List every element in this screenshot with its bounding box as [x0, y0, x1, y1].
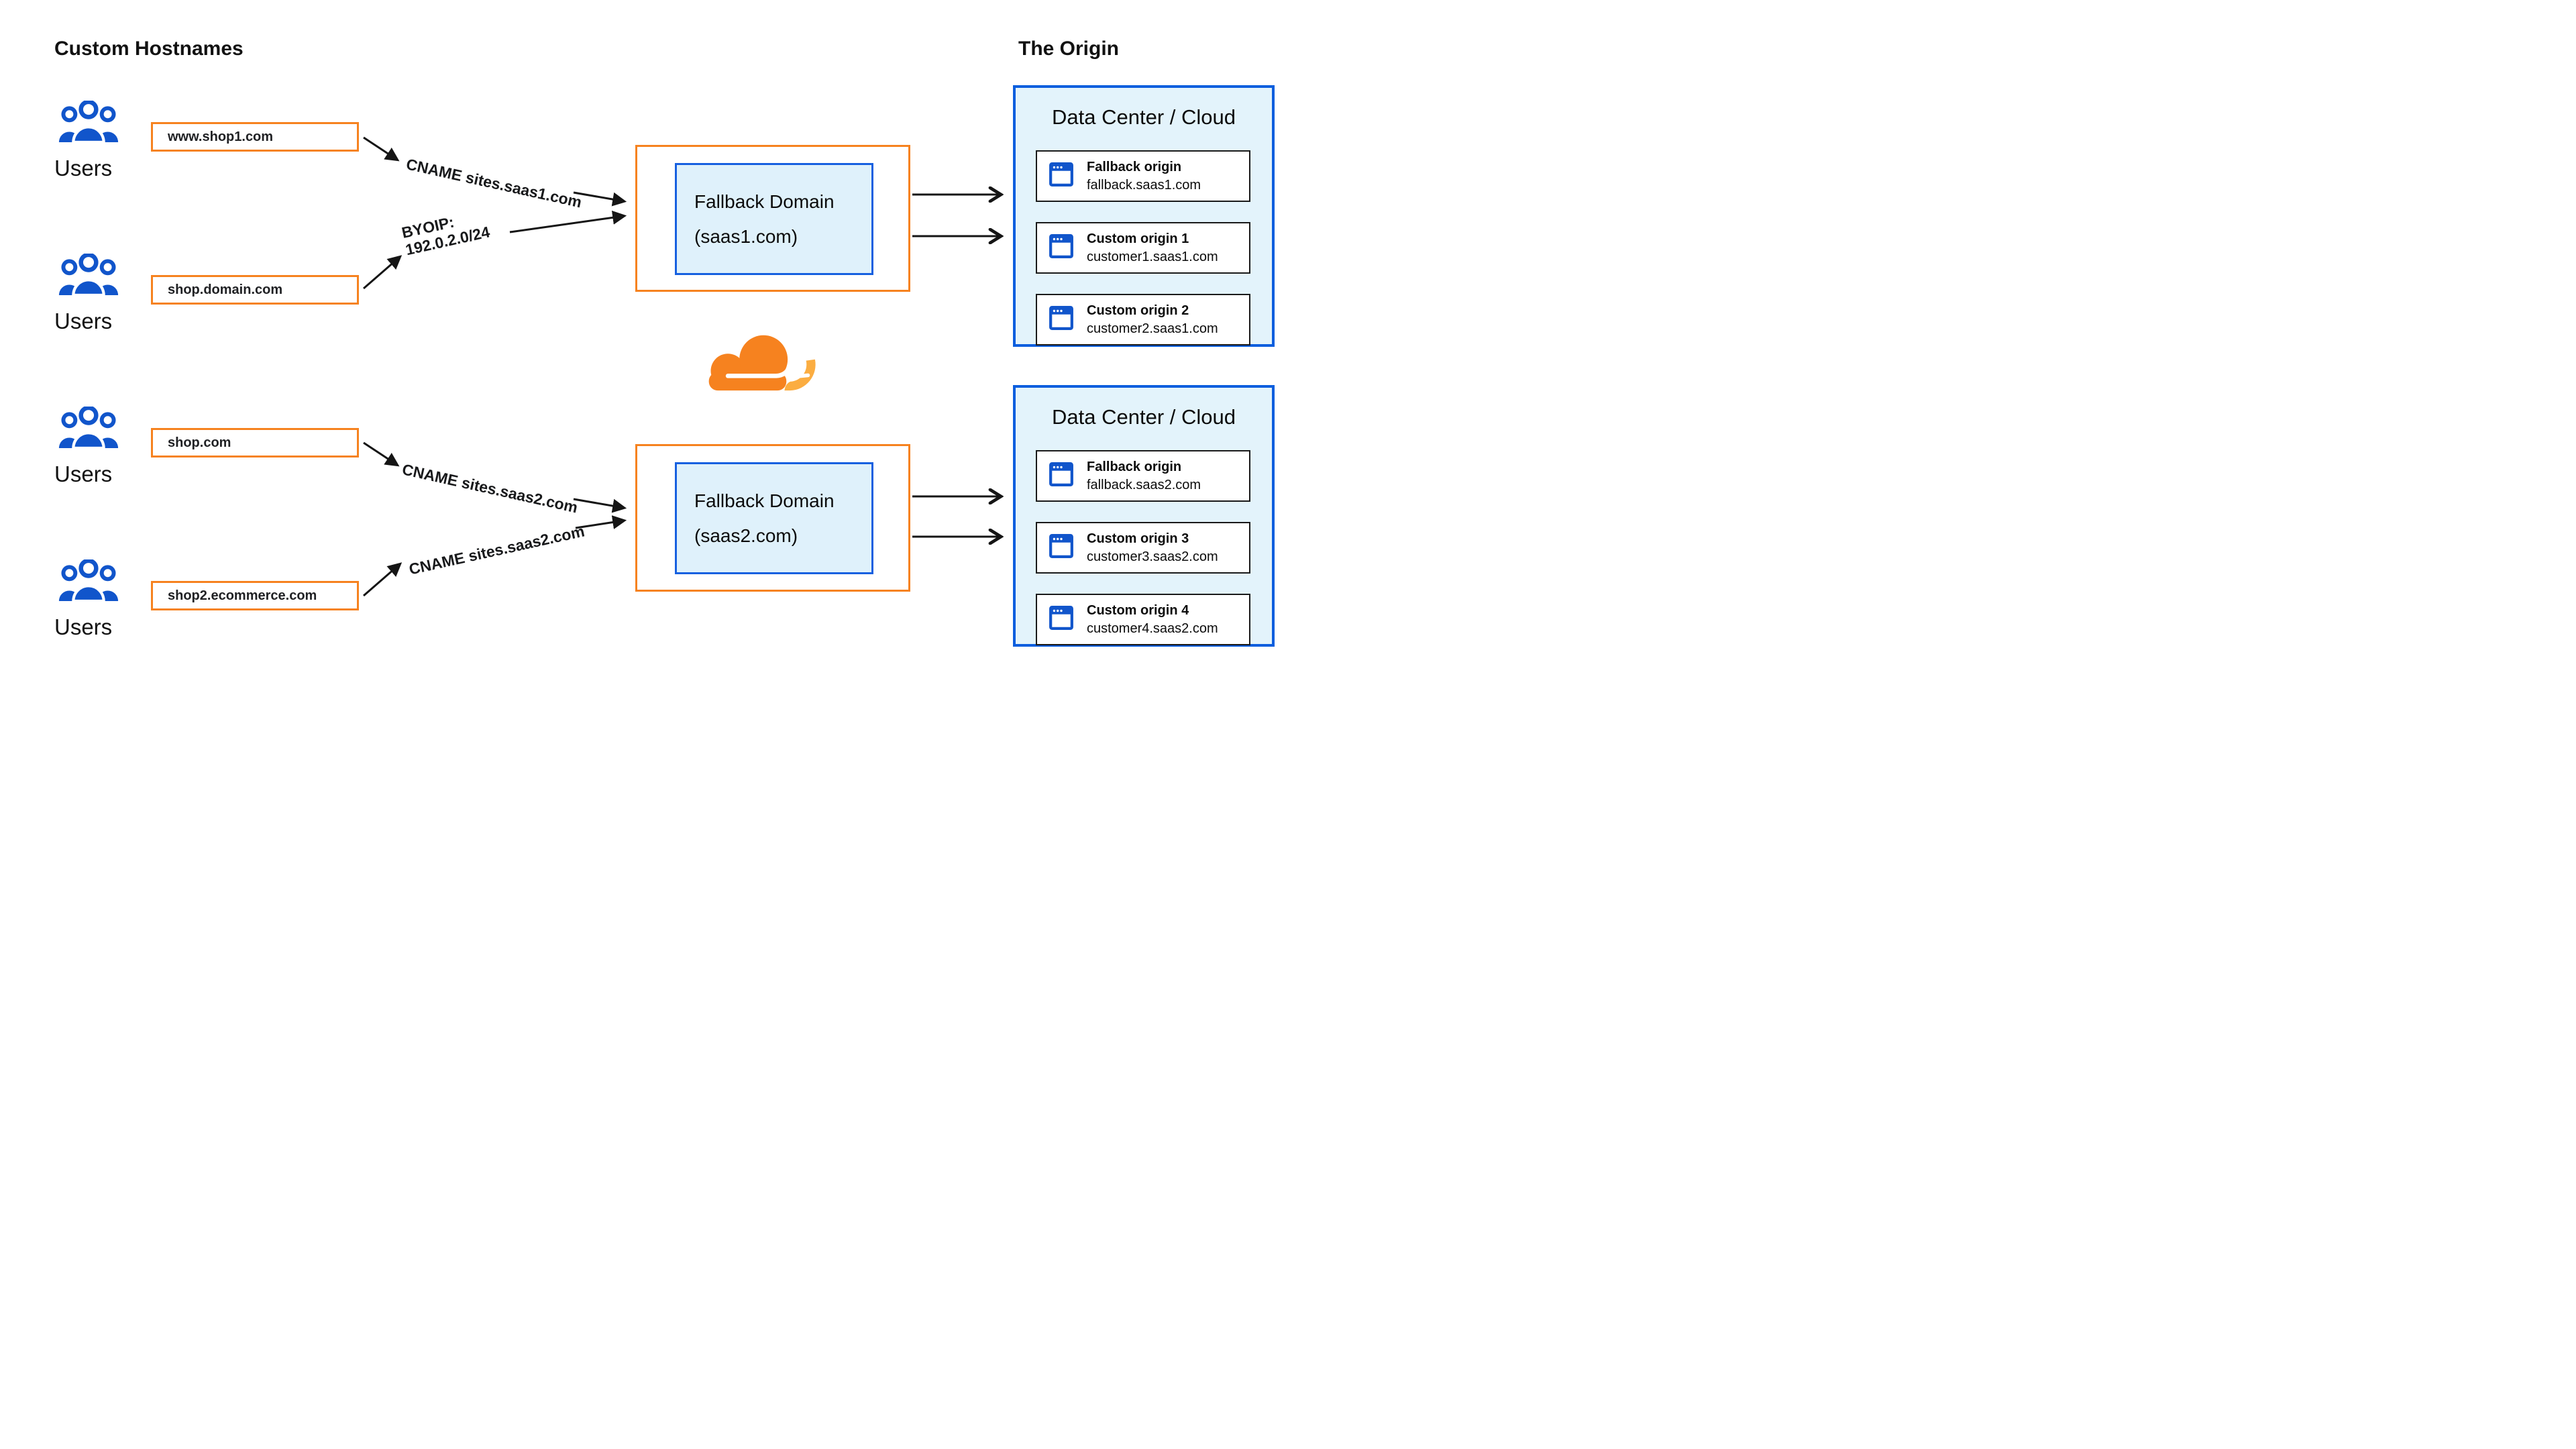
users-label: Users: [54, 156, 113, 180]
users-label: Users: [54, 614, 113, 639]
origin-card-custom-origin-4: Custom origin 4 customer4.saas2.com: [1036, 594, 1250, 645]
browser-window-icon: [1049, 162, 1073, 191]
diagram-canvas: Custom Hostnames The Origin Users www.sh…: [0, 0, 1288, 724]
fallback-domain-line1: Fallback Domain: [694, 191, 835, 212]
fallback-domain-box-1: Fallback Domain (saas1.com): [675, 163, 873, 275]
origin-host: customer4.saas2.com: [1087, 621, 1218, 636]
arrow-shop1-to-cname1: [363, 136, 400, 162]
origin-name: Fallback origin: [1087, 460, 1182, 474]
users-group-icon: [58, 252, 119, 297]
hostname-box-shop2: shop2.ecommerce.com: [151, 581, 359, 610]
data-center-title: Data Center / Cloud: [1052, 405, 1236, 429]
origin-name: Custom origin 2: [1087, 303, 1189, 318]
fallback-domain-box-2: Fallback Domain (saas2.com): [675, 462, 873, 574]
data-center-title: Data Center / Cloud: [1052, 105, 1236, 129]
arrow-byoip-to-fallback1: [509, 210, 627, 233]
route-label-byoip: BYOIP: 192.0.2.0/24: [400, 206, 491, 258]
custom-hostnames-heading: Custom Hostnames: [54, 38, 244, 60]
origin-host: customer2.saas1.com: [1087, 321, 1218, 336]
browser-window-icon: [1049, 305, 1073, 334]
origin-name: Custom origin 3: [1087, 531, 1189, 546]
fallback-domain-line2: (saas1.com): [694, 225, 798, 247]
hostname-box-shop1: www.shop1.com: [151, 122, 359, 152]
origin-name: Custom origin 1: [1087, 231, 1189, 246]
cloudflare-logo: [705, 331, 826, 393]
route-label-cname-saas2-upper: CNAME sites.saas2.com: [400, 460, 580, 517]
browser-window-icon: [1049, 605, 1073, 634]
arrow-shop2-to-cname2b: [363, 562, 402, 597]
fallback-domain-outer-2: Fallback Domain (saas2.com): [635, 444, 910, 592]
users-label: Users: [54, 309, 113, 333]
hostname-box-shopcom: shop.com: [151, 428, 359, 458]
data-center-box-1: Data Center / Cloud Fallback origin fall…: [1013, 85, 1275, 347]
hostname-text: www.shop1.com: [168, 129, 274, 144]
origin-card-custom-origin-1: Custom origin 1 customer1.saas1.com: [1036, 222, 1250, 274]
arrow-cname2a-to-fallback2: [573, 498, 627, 513]
origin-card-custom-origin-3: Custom origin 3 customer3.saas2.com: [1036, 522, 1250, 574]
origin-host: customer3.saas2.com: [1087, 549, 1218, 564]
origin-card-fallback-saas1: Fallback origin fallback.saas1.com: [1036, 150, 1250, 202]
the-origin-heading: The Origin: [1018, 38, 1119, 60]
origin-name: Custom origin 4: [1087, 603, 1189, 618]
browser-window-icon: [1049, 533, 1073, 562]
arrow-shopdomain-to-byoip: [363, 255, 402, 290]
origin-host: fallback.saas1.com: [1087, 178, 1201, 193]
browser-window-icon: [1049, 233, 1073, 262]
origin-name: Fallback origin: [1087, 160, 1182, 174]
origin-host: fallback.saas2.com: [1087, 478, 1201, 492]
data-center-box-2: Data Center / Cloud Fallback origin fall…: [1013, 385, 1275, 647]
fallback-domain-outer-1: Fallback Domain (saas1.com): [635, 145, 910, 292]
origin-card-custom-origin-2: Custom origin 2 customer2.saas1.com: [1036, 294, 1250, 345]
users-group-icon: [58, 405, 119, 450]
route-label-cname-saas2-lower: CNAME sites.saas2.com: [407, 522, 586, 578]
origin-host: customer1.saas1.com: [1087, 250, 1218, 264]
hostname-text: shop.domain.com: [168, 282, 283, 297]
hostname-text: shop.com: [168, 435, 231, 450]
fallback-domain-line2: (saas2.com): [694, 525, 798, 546]
fallback-domain-line1: Fallback Domain: [694, 490, 835, 511]
users-group-icon: [58, 557, 119, 603]
arrow-shopcom-to-cname2a: [363, 441, 400, 467]
browser-window-icon: [1049, 462, 1073, 490]
origin-card-fallback-saas2: Fallback origin fallback.saas2.com: [1036, 450, 1250, 502]
route-label-cname-saas1: CNAME sites.saas1.com: [405, 155, 584, 211]
users-group-icon: [58, 99, 119, 144]
hostname-box-shopdomain: shop.domain.com: [151, 275, 359, 305]
users-label: Users: [54, 462, 113, 486]
hostname-text: shop2.ecommerce.com: [168, 588, 317, 603]
